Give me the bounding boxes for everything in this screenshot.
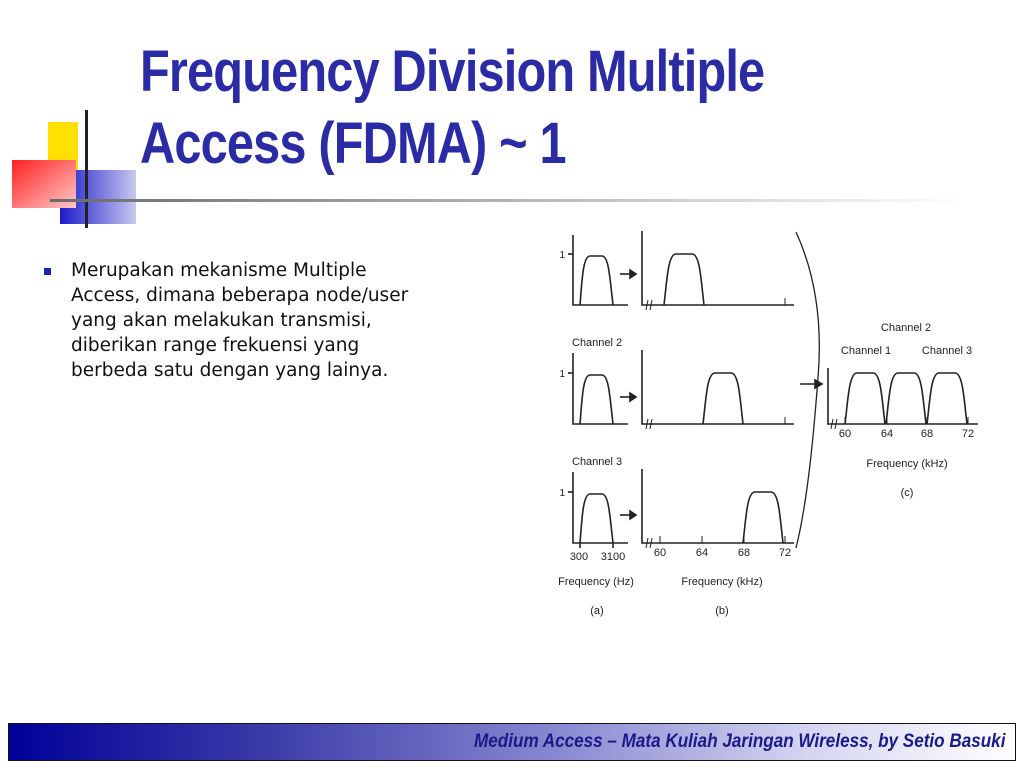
panel-a-row-1: 1: [559, 235, 628, 306]
panel-c-channel-1-label: Channel 1: [841, 345, 891, 357]
axis: [572, 353, 628, 425]
panel-b-row-2: [641, 350, 794, 430]
bullet-line: Merupakan mekanisme Multiple: [71, 260, 367, 281]
panel-c-tick-72: 72: [962, 428, 974, 440]
bullet-list: Merupakan mekanisme Multiple Access, dim…: [44, 258, 494, 383]
panel-c-tick-60: 60: [839, 428, 851, 440]
title-line-2: Access (FDMA) ~ 1: [140, 111, 567, 176]
panel-b-row-3: [641, 469, 794, 549]
panel-a-row-3: Channel 3 1: [559, 456, 628, 548]
bullet-line: diberikan range frekuensi yang: [71, 335, 360, 356]
slide-title: Frequency Division Multiple Access (FDMA…: [140, 36, 862, 180]
combine-connector: [795, 231, 824, 549]
arrows-a-to-b: [620, 268, 638, 521]
footer-text: Medium Access – Mata Kuliah Jaringan Wir…: [473, 731, 1005, 752]
bandpass-curve: [579, 374, 614, 425]
brace-curve: [795, 231, 821, 549]
axis: [641, 231, 794, 306]
panel-c-tick-64: 64: [881, 428, 893, 440]
decorative-ornament: [12, 110, 970, 228]
axis-break: [645, 299, 653, 311]
axis-break: [645, 418, 653, 430]
bandpass-curve: [579, 493, 614, 544]
panel-c-channel-3-label: Channel 3: [922, 345, 972, 357]
panel-a-channel-2-label: Channel 2: [572, 337, 622, 349]
panel-a-caption: (a): [590, 605, 603, 617]
tick: [844, 417, 969, 424]
bandpass-curve: [663, 253, 705, 306]
tick: [659, 536, 786, 543]
panel-b-tick-68: 68: [738, 547, 750, 559]
panel-b-tick-60: 60: [654, 547, 666, 559]
title-line-1: Frequency Division Multiple: [140, 39, 765, 104]
bullet-item: Merupakan mekanisme Multiple Access, dim…: [44, 258, 494, 383]
panel-b: 60 64 68 72 Frequency (kHz) (b): [641, 231, 794, 617]
panel-c-tick-68: 68: [921, 428, 933, 440]
axis: [641, 350, 794, 425]
fdma-figure: 1 Channel 2 1 Channel 3 1 300 3100 Frequ…: [558, 231, 978, 617]
axis: [572, 472, 628, 544]
panel-a-channel-3-label: Channel 3: [572, 456, 622, 468]
arrow-head: [814, 378, 824, 390]
axis-break: [645, 537, 653, 549]
bandpass-curve: [702, 372, 744, 425]
panel-a-axis-label: Frequency (Hz): [558, 576, 634, 588]
footer-bar: Medium Access – Mata Kuliah Jaringan Wir…: [8, 723, 1016, 761]
channel-3-curve: [926, 372, 968, 425]
arrow-head: [629, 391, 638, 403]
panel-b-row-1: [641, 231, 794, 311]
bandpass-curve: [742, 491, 784, 544]
amplitude-tick-label: 1: [559, 369, 565, 380]
deco-vertical-line: [85, 110, 88, 228]
arrow-head: [629, 268, 638, 280]
axis: [572, 235, 628, 306]
deco-horizontal-line: [50, 199, 970, 202]
panel-b-tick-64: 64: [696, 547, 708, 559]
panel-a-row-2: Channel 2 1: [559, 337, 628, 425]
panel-b-tick-72: 72: [779, 547, 791, 559]
channel-2-curve: [885, 372, 927, 425]
arrow-head: [629, 509, 638, 521]
panel-b-caption: (b): [715, 605, 728, 617]
bullet-line: yang akan melakukan transmisi,: [71, 310, 372, 331]
bullet-line: Access, dimana beberapa node/user: [71, 285, 409, 306]
bullet-line: berbeda satu dengan yang lainya.: [71, 360, 389, 381]
tick: [579, 543, 614, 548]
panel-c-axis-label: Frequency (kHz): [866, 458, 947, 470]
panel-a: 1 Channel 2 1 Channel 3 1 300 3100 Frequ…: [558, 235, 634, 617]
panel-a-tick-3100: 3100: [601, 551, 625, 563]
axis-break: [830, 418, 838, 430]
channel-1-curve: [844, 372, 886, 425]
amplitude-tick-label: 1: [559, 250, 565, 261]
bandpass-curve: [579, 255, 614, 306]
amplitude-tick-label: 1: [559, 488, 565, 499]
panel-a-tick-300: 300: [570, 551, 588, 563]
panel-b-axis-label: Frequency (kHz): [681, 576, 762, 588]
panel-c: Channel 2 Channel 1 Channel 3 60 64 68 7…: [827, 322, 978, 499]
axis: [641, 469, 794, 544]
panel-c-channel-2-label: Channel 2: [881, 322, 931, 334]
bullet-square-icon: [44, 268, 51, 275]
panel-c-caption: (c): [901, 487, 914, 499]
axis: [827, 368, 978, 425]
